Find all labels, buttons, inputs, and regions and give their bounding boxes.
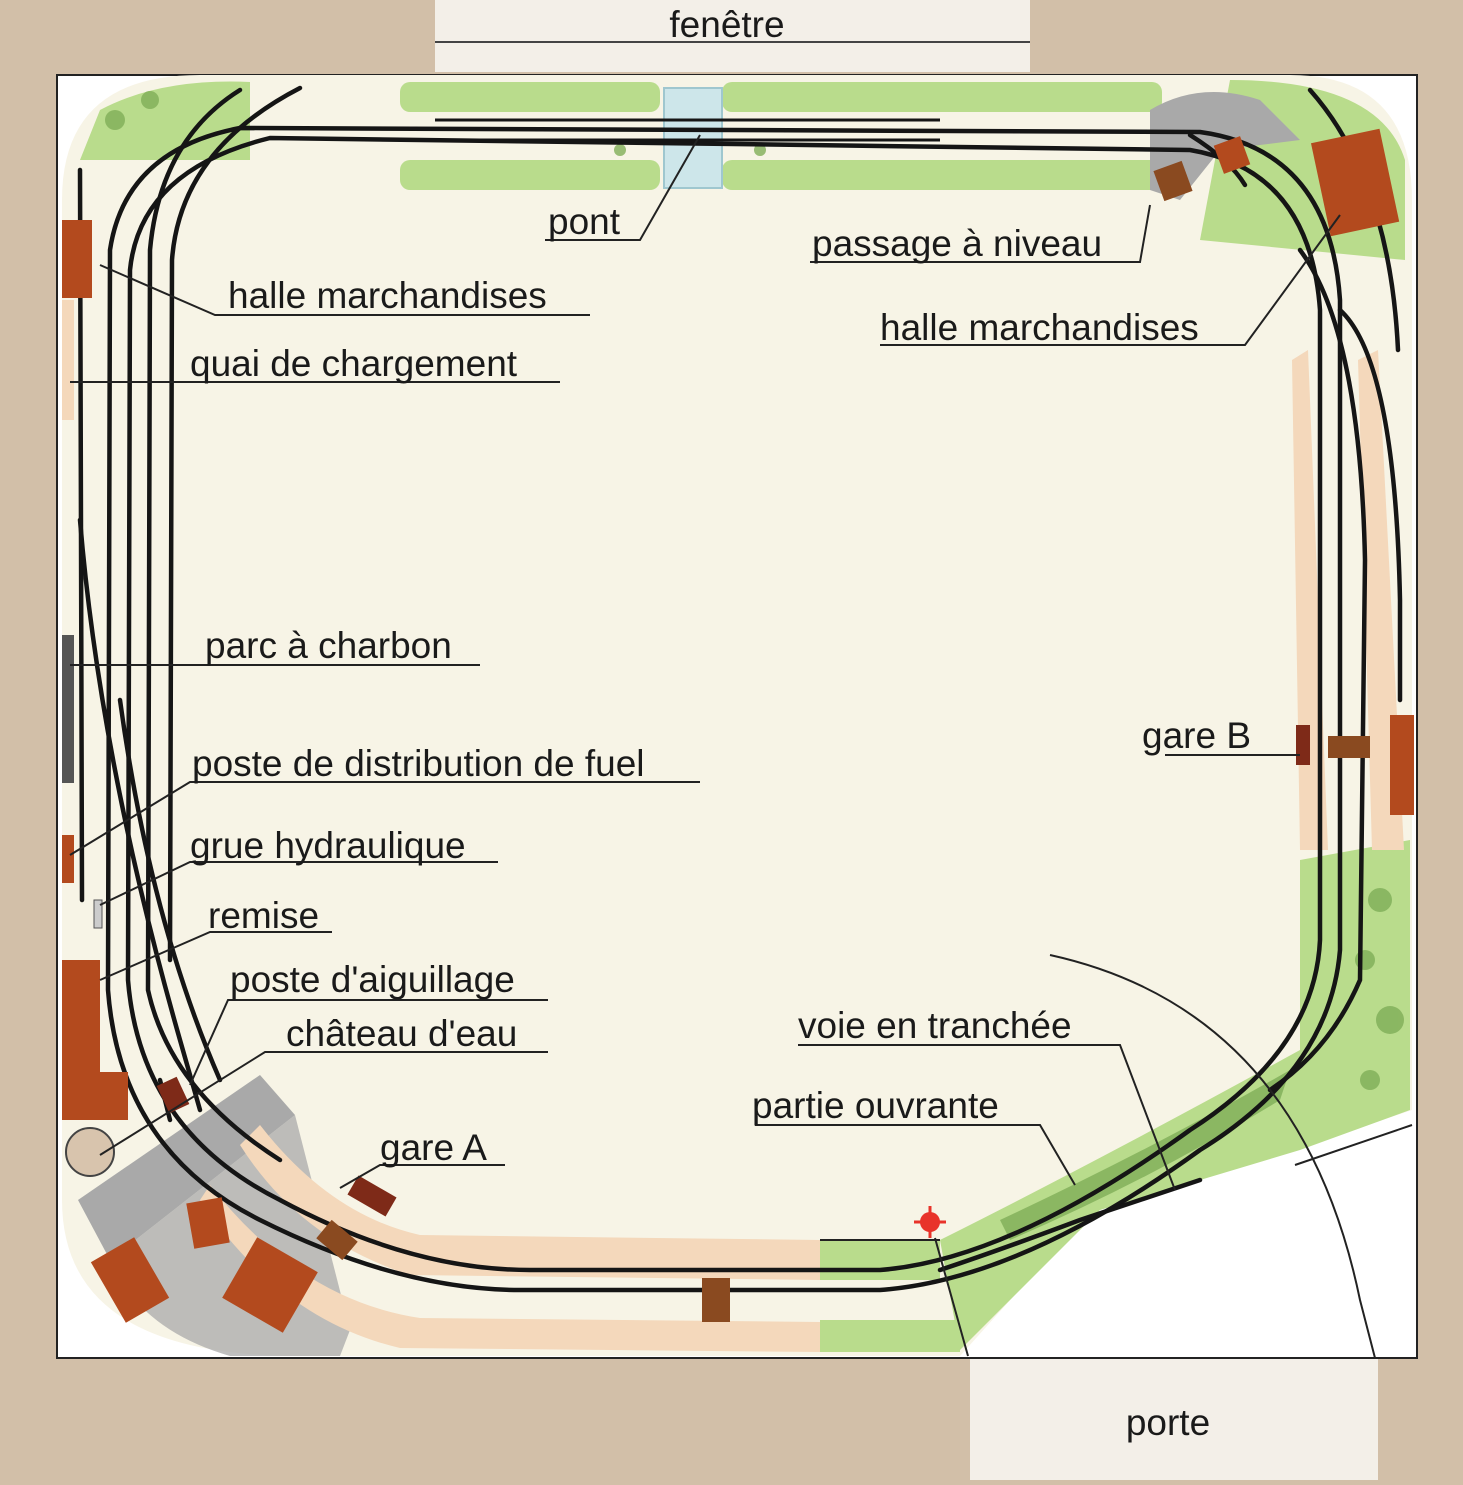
label-chateau-d-eau: château d'eau	[286, 1013, 517, 1054]
label-parc-a-charbon: parc à charbon	[205, 625, 452, 666]
town-building-3	[90, 1237, 170, 1323]
label-quai-de-chargement: quai de chargement	[190, 343, 518, 384]
label-gare-b: gare B	[1142, 715, 1251, 756]
labels: fenêtre porte pont passage à niveau hall…	[190, 4, 1251, 1443]
hydraulic-crane	[93, 899, 103, 929]
station-b-left	[1296, 725, 1310, 765]
station-b-crossing	[1328, 736, 1370, 758]
town-building-1	[186, 1197, 230, 1249]
track-rails	[77, 85, 1403, 1293]
level-crossing	[1153, 160, 1193, 202]
label-halle-marchandises-left: halle marchandises	[228, 275, 547, 316]
leader-lines	[69, 134, 1341, 1191]
engine-shed-annex	[100, 1072, 128, 1120]
label-poste-fuel: poste de distribution de fuel	[192, 743, 645, 784]
scenery-band	[62, 75, 1412, 1356]
coal-yard	[62, 635, 74, 783]
station-b-right	[1390, 715, 1414, 815]
label-gare-a: gare A	[380, 1127, 487, 1168]
label-partie-ouvrante: partie ouvrante	[752, 1085, 999, 1126]
buildings	[62, 128, 1414, 1333]
crossing-station-a	[316, 1219, 358, 1261]
goods-hall-right	[1310, 128, 1400, 237]
crossing-bottom	[702, 1278, 730, 1322]
goods-hall-left	[62, 220, 92, 298]
label-pont: pont	[548, 201, 621, 242]
engine-shed	[62, 960, 100, 1120]
small-shed-right	[1213, 136, 1251, 174]
label-poste-aiguillage: poste d'aiguillage	[230, 959, 515, 1000]
label-halle-marchandises-right: halle marchandises	[880, 307, 1199, 348]
door-opening	[970, 1358, 1378, 1480]
window-label: fenêtre	[669, 4, 784, 45]
town-building-2	[222, 1237, 318, 1333]
label-remise: remise	[208, 895, 319, 936]
water-tower	[65, 1127, 115, 1177]
opening-section	[820, 954, 1413, 1359]
label-grue-hydraulique: grue hydraulique	[190, 825, 466, 866]
label-voie-en-tranchee: voie en tranchée	[798, 1005, 1072, 1046]
river	[663, 87, 723, 189]
bridge-rails	[435, 118, 940, 142]
door-label: porte	[1126, 1402, 1210, 1443]
signal-marker	[914, 1206, 946, 1238]
fuel-post	[62, 835, 74, 883]
label-passage-a-niveau: passage à niveau	[812, 223, 1102, 264]
station-a	[347, 1175, 397, 1217]
window-opening	[435, 0, 1030, 72]
